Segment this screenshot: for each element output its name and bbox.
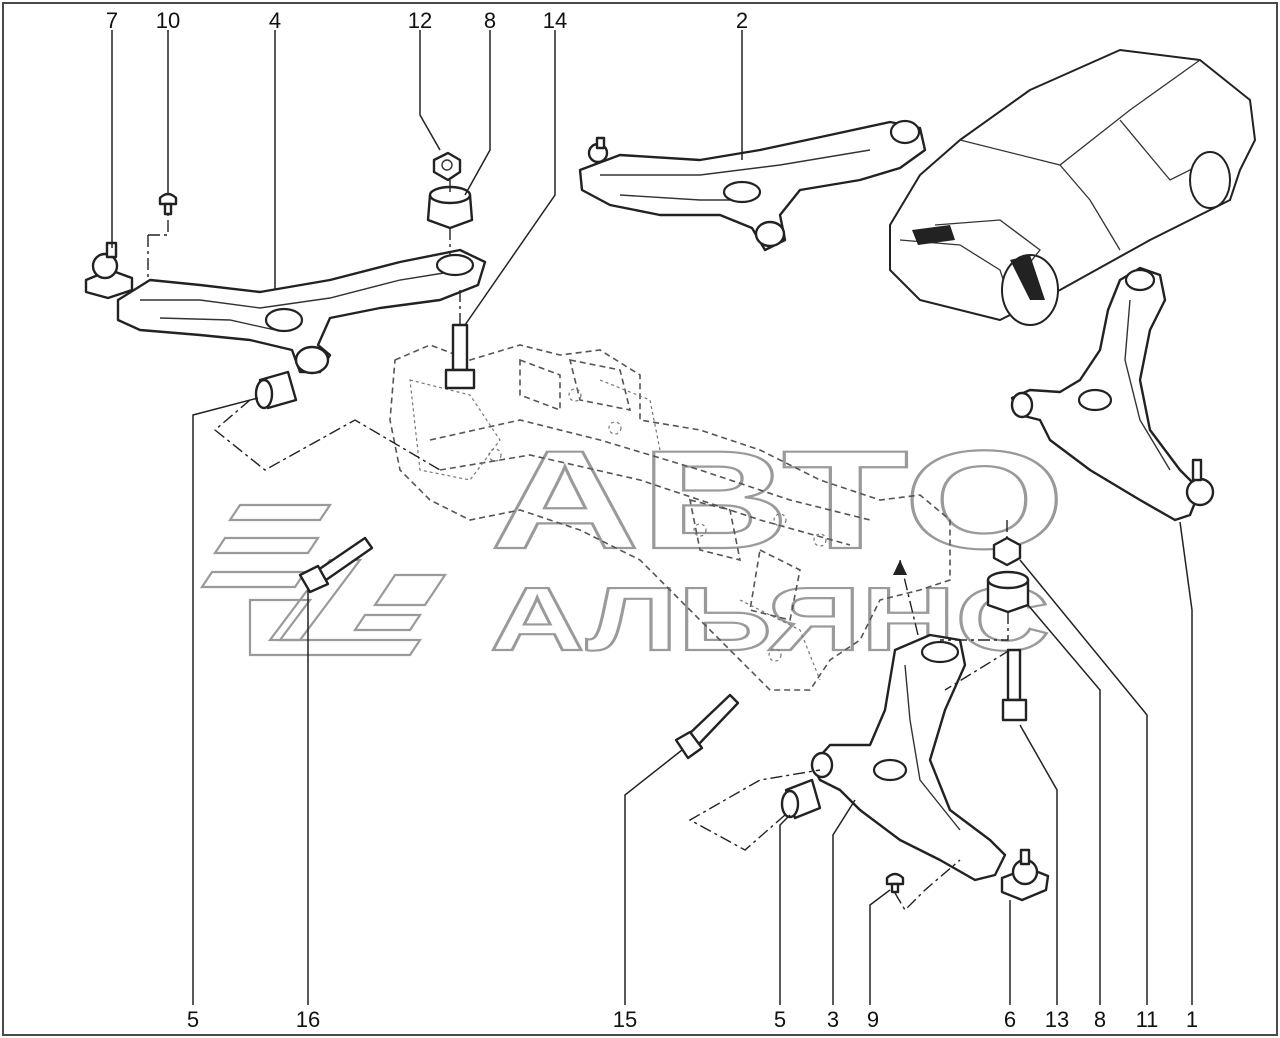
ball-joint-bottom	[1000, 848, 1050, 902]
rivet-bottom	[885, 872, 905, 894]
bolt-13	[1001, 648, 1028, 722]
callout-8-bottom: 8	[1094, 1007, 1106, 1032]
bolt-14	[444, 323, 476, 390]
callout-5-right: 5	[774, 1007, 786, 1032]
callouts-top: 7 10 4 12 8 14 2	[106, 8, 748, 33]
rivet-top	[158, 192, 178, 216]
lower-arm-right	[1010, 266, 1215, 522]
bushing-right	[986, 570, 1030, 614]
callout-13: 13	[1045, 1007, 1069, 1032]
leader-lines	[111, 30, 1193, 1005]
callout-14: 14	[543, 8, 567, 33]
callout-9: 9	[867, 1007, 879, 1032]
subframe-ghost	[389, 344, 951, 691]
callout-11: 11	[1136, 1007, 1159, 1032]
callout-8-top: 8	[484, 8, 496, 33]
callout-12: 12	[408, 8, 432, 33]
callout-16: 16	[296, 1007, 320, 1032]
callouts-bottom: 5 16 15 5 3 9 6 13 8 11 1	[187, 1007, 1198, 1032]
nut-right	[992, 536, 1022, 567]
callout-15: 15	[613, 1007, 637, 1032]
bolt-15	[674, 693, 740, 760]
bushing-bottom	[780, 778, 822, 820]
callout-2: 2	[736, 8, 748, 33]
bolt-16	[298, 536, 374, 594]
bushing-left	[254, 370, 298, 410]
assembly-lines	[147, 180, 1011, 912]
watermark-line2: АЛЬЯНС	[490, 570, 1050, 670]
car-illustration	[889, 49, 1256, 326]
callout-10: 10	[156, 8, 180, 33]
callout-4: 4	[269, 8, 281, 33]
watermark-line1: АВТО	[490, 421, 1065, 578]
callout-5-left: 5	[187, 1007, 199, 1032]
ball-joint-top	[84, 241, 134, 300]
bushing-top	[426, 185, 474, 230]
callout-6: 6	[1004, 1007, 1016, 1032]
lower-arm-bottom	[810, 633, 1007, 882]
lower-arm-top	[578, 119, 927, 252]
lower-arm-left	[116, 248, 487, 375]
callout-3: 3	[827, 1007, 839, 1032]
nut-top	[432, 151, 462, 182]
callout-7: 7	[106, 8, 118, 33]
callout-1: 1	[1186, 1007, 1198, 1032]
